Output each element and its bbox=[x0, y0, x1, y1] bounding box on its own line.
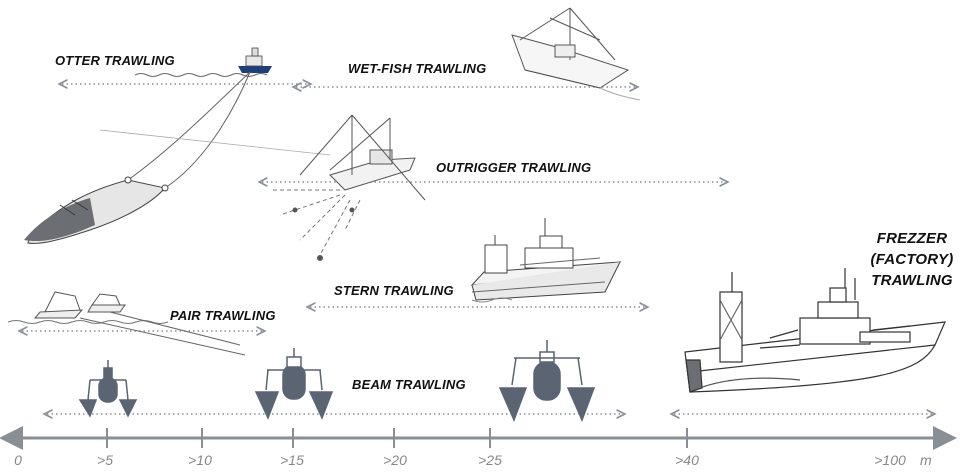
freezer-label-line3: TRAWLING bbox=[871, 272, 953, 289]
stern-trawler-icon bbox=[470, 218, 622, 303]
length-axis bbox=[0, 426, 957, 450]
beam-trawler-small bbox=[78, 360, 138, 418]
outrigger-trawling-label: OUTRIGGER TRAWLING bbox=[436, 160, 592, 175]
freezer-label-line2: (FACTORY) bbox=[870, 251, 954, 268]
axis-label-5: >5 bbox=[97, 452, 113, 468]
axis-label-40: >40 bbox=[675, 452, 699, 468]
wetfish-trawling-label: WET-FISH TRAWLING bbox=[348, 61, 487, 76]
freezer-trawling-label: FREZZER (FACTORY) TRAWLING bbox=[864, 228, 960, 291]
factory-trawler-icon bbox=[684, 268, 946, 393]
axis-unit-label: m bbox=[920, 452, 932, 468]
axis-label-10: >10 bbox=[188, 452, 212, 468]
pair-trawling-label: PAIR TRAWLING bbox=[170, 308, 276, 323]
outrigger-trawler-icon bbox=[270, 114, 426, 261]
wet-fish-trawler-icon bbox=[511, 7, 641, 101]
freezer-label-line1: FREZZER bbox=[876, 230, 948, 247]
axis-label-25: >25 bbox=[478, 452, 502, 468]
beam-trawler-icon bbox=[78, 340, 596, 422]
axis-label-0: 0 bbox=[14, 452, 22, 468]
otter-trawling-label: OTTER TRAWLING bbox=[55, 53, 175, 68]
beam-trawling-label: BEAM TRAWLING bbox=[352, 377, 466, 392]
axis-label-100: >100 bbox=[874, 452, 906, 468]
pair-trawlers-icon bbox=[7, 291, 246, 356]
otter-trawler-icon bbox=[24, 47, 331, 244]
axis-label-15: >15 bbox=[280, 452, 304, 468]
stern-trawling-label: STERN TRAWLING bbox=[334, 283, 454, 298]
axis-label-20: >20 bbox=[383, 452, 407, 468]
beam-trawler-large bbox=[498, 340, 596, 422]
beam-trawler-medium bbox=[254, 348, 334, 420]
